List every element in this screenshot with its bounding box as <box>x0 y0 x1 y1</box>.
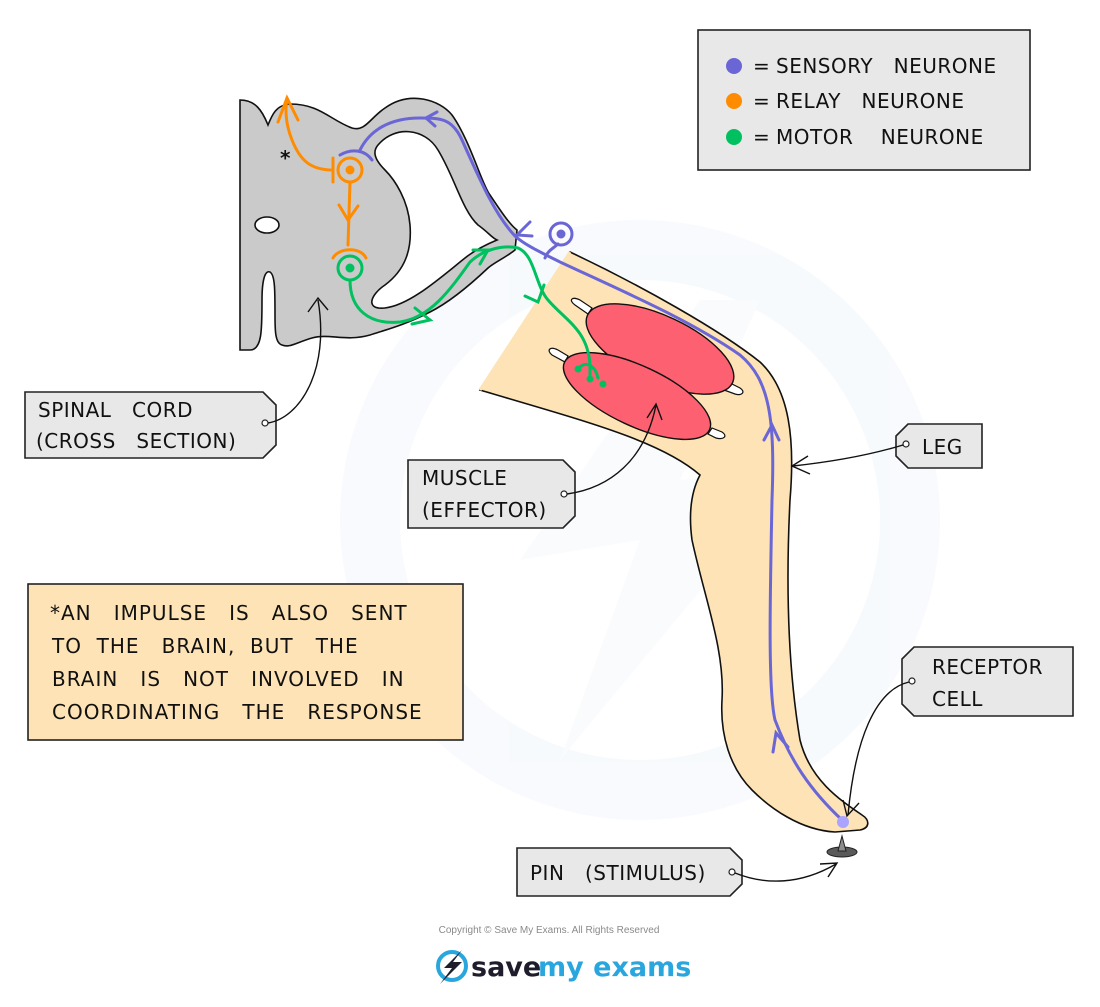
motor-end-dot-1 <box>574 365 582 373</box>
label-pin: PIN (STIMULUS) <box>516 847 839 897</box>
relay-axon-down <box>346 180 352 247</box>
label-pin-text: PIN (STIMULUS) <box>530 861 706 885</box>
spinal-cord-gap <box>371 130 500 309</box>
label-receptor-line1: RECEPTOR <box>932 655 1043 679</box>
pointer-arrow <box>790 444 904 475</box>
central-canal <box>254 216 280 234</box>
motor-arrow-1 <box>410 306 434 326</box>
tag-shape <box>516 847 743 897</box>
label-muscle-line1: MUSCLE <box>422 466 507 490</box>
sensory-arrow-4 <box>771 729 790 754</box>
tag-hole <box>560 490 568 498</box>
tag-shape <box>901 646 1074 717</box>
spinal-cord-shape <box>239 97 518 351</box>
relay-arrow-down <box>337 203 360 223</box>
note-line-1: *AN IMPULSE IS ALSO SENT <box>50 601 408 625</box>
pointer-arrow <box>566 402 663 495</box>
legend-item-motor: = MOTOR NEURONE <box>726 125 984 149</box>
muscle-lower <box>548 347 726 441</box>
tag-hole <box>728 868 736 876</box>
sensory-synapse-terminal <box>338 149 374 162</box>
note-line-2: TO THE BRAIN, BUT THE <box>51 634 359 658</box>
legend-item-relay: = RELAY NEURONE <box>726 89 965 113</box>
motor-neurone <box>336 245 607 388</box>
tag-shape <box>895 423 983 469</box>
legend-item-sensory: = SENSORY NEURONE <box>726 54 997 78</box>
label-spinal-cord-line2: (CROSS SECTION) <box>36 429 236 453</box>
relay-neurone <box>276 94 368 260</box>
watermark-logo <box>340 220 940 820</box>
tendon-lower-right <box>707 427 726 440</box>
brand-my-exams: my exams <box>538 952 691 983</box>
spinal-cord: * <box>239 97 518 351</box>
lightning-logo-icon <box>436 950 468 982</box>
legend-swatch-relay <box>726 93 742 109</box>
tag-shape <box>24 391 277 459</box>
tag-hole <box>908 677 916 685</box>
tag-shape <box>407 459 576 529</box>
muscle-lower-belly <box>562 351 712 441</box>
sensory-axon <box>358 116 844 822</box>
pin-point <box>837 834 847 852</box>
label-receptor-line2: CELL <box>932 687 983 711</box>
brand-save: save <box>471 952 541 983</box>
save-my-exams-logo: save my exams <box>436 950 691 984</box>
legend: = SENSORY NEURONE = RELAY NEURONE = MOTO… <box>697 29 1031 171</box>
sensory-arrow-3 <box>762 421 781 442</box>
motor-end-dot-2 <box>586 375 594 383</box>
sensory-neurone <box>338 110 844 822</box>
motor-end-dot-3 <box>599 380 607 388</box>
note-line-3: BRAIN IS NOT INVOLVED IN <box>52 667 405 691</box>
legend-swatch-motor <box>726 129 742 145</box>
legend-eq: = <box>753 89 770 113</box>
tag-hole <box>902 440 910 448</box>
tendon-lower-left <box>548 347 569 363</box>
label-leg-text: LEG <box>922 435 963 459</box>
tendon-upper-left <box>570 297 593 315</box>
legend-label-sensory: SENSORY NEURONE <box>776 54 997 78</box>
motor-axon <box>348 245 592 367</box>
note-box: *AN IMPULSE IS ALSO SENT TO THE BRAIN, B… <box>27 583 464 741</box>
sensory-nucleus <box>556 229 566 239</box>
muscle-upper <box>570 297 744 396</box>
legend-box <box>697 29 1031 171</box>
note-line-4: COORDINATING THE RESPONSE <box>52 700 423 724</box>
legend-label-motor: MOTOR NEURONE <box>776 125 984 149</box>
relay-synapse-bottom <box>331 248 368 260</box>
note-background <box>27 583 464 741</box>
label-muscle-line2: (EFFECTOR) <box>422 498 547 522</box>
label-muscle: MUSCLE (EFFECTOR) <box>407 402 663 529</box>
tag-hole <box>261 419 269 427</box>
footer: Copyright © Save My Exams. All Rights Re… <box>436 925 691 984</box>
pointer-arrow <box>842 681 910 818</box>
sensory-arrow-1 <box>513 220 534 238</box>
relay-arrow-up <box>276 94 300 124</box>
pin-stimulus <box>826 834 858 858</box>
label-receptor-cell: RECEPTOR CELL <box>842 646 1074 818</box>
legend-eq: = <box>753 125 770 149</box>
relay-axon-up <box>284 96 335 172</box>
legend-label-relay: RELAY NEURONE <box>776 89 965 113</box>
receptor-cell <box>837 816 849 828</box>
lightning-bolt-icon <box>440 950 462 984</box>
legend-swatch-sensory <box>726 58 742 74</box>
motor-arrow-3 <box>523 283 546 305</box>
motor-arrow-2 <box>471 248 491 266</box>
sensory-arrow-2 <box>424 110 439 128</box>
motor-nucleus <box>345 263 355 273</box>
pointer-arrow <box>734 862 839 882</box>
relay-nucleus <box>345 165 355 175</box>
label-spinal-cord: SPINAL CORD (CROSS SECTION) <box>24 296 329 459</box>
sensory-cell-body <box>548 221 574 247</box>
label-spinal-cord-line1: SPINAL CORD <box>38 398 193 422</box>
label-leg: LEG <box>790 423 983 475</box>
legend-eq: = <box>753 54 770 78</box>
asterisk-marker: * <box>280 146 291 170</box>
pointer-arrow <box>267 296 329 424</box>
copyright-text: Copyright © Save My Exams. All Rights Re… <box>439 925 660 936</box>
